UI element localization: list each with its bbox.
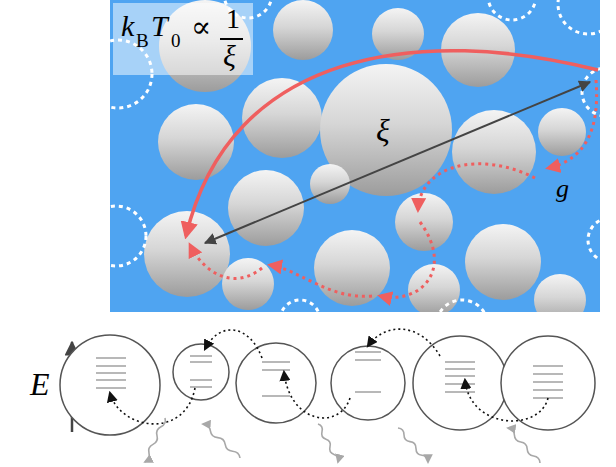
coupling-symbol: g <box>556 176 569 202</box>
formula-subscript: B <box>136 31 149 50</box>
grain-sphere <box>314 230 390 306</box>
hop-arrow <box>110 388 195 424</box>
phonon-arrow <box>508 428 540 463</box>
short-hop-arrow <box>380 222 434 297</box>
grain-circle <box>413 336 507 430</box>
hop-arrows <box>110 329 548 424</box>
short-hop-arrow <box>548 80 597 168</box>
phonon-arrow <box>145 418 165 462</box>
background-panel <box>110 0 600 312</box>
grain-sphere <box>222 258 274 310</box>
energy-level <box>445 375 475 377</box>
short-hop-arrow <box>418 164 535 210</box>
energy-axis-label: E <box>30 368 50 400</box>
energy-level <box>190 379 212 381</box>
phonon-arrow <box>203 424 240 458</box>
fraction-denominator: ξ <box>223 41 236 71</box>
energy-level <box>190 361 212 363</box>
dashed-circle <box>588 218 600 262</box>
hop-arrow <box>368 329 440 356</box>
energy-level <box>533 373 563 375</box>
energy-level <box>445 361 475 363</box>
hop-arrow <box>284 372 350 418</box>
energy-level <box>533 381 563 383</box>
fraction-bar <box>220 38 243 40</box>
hop-arrow <box>465 380 548 421</box>
energy-level <box>262 369 290 371</box>
phonon-arrow <box>398 428 428 462</box>
distance-symbol: ξ <box>376 114 390 146</box>
energy-level <box>262 361 290 363</box>
grain-circle <box>60 335 160 435</box>
energy-level <box>533 389 563 391</box>
boundary-circles <box>110 0 600 312</box>
grain-sphere <box>408 264 460 312</box>
dashed-circle <box>110 206 146 266</box>
grain-sphere <box>242 78 322 158</box>
formula-symbol: T <box>151 11 168 41</box>
grain-sphere <box>465 224 541 300</box>
energy-level <box>96 365 126 367</box>
dashed-circle <box>436 300 488 312</box>
energy-level <box>96 357 126 359</box>
grain-sphere <box>534 274 586 312</box>
formula-box: kBT0 ∝ 1 ξ <box>113 3 253 75</box>
grain-circle <box>501 336 595 430</box>
energy-level <box>190 386 212 388</box>
short-hop-arrow <box>270 265 372 296</box>
long-hop-arrow <box>186 51 598 236</box>
formula-operator: ∝ <box>191 12 211 42</box>
energy-level <box>262 395 290 397</box>
energy-level <box>96 387 126 389</box>
short-hop-chain <box>190 80 597 297</box>
hop-arrow <box>205 330 262 358</box>
energy-level <box>190 355 212 357</box>
energy-level <box>355 391 381 393</box>
energy-level <box>96 372 126 374</box>
short-hop-arrow <box>190 245 262 278</box>
energy-level <box>445 368 475 370</box>
energy-level <box>355 351 381 353</box>
formula-symbol: k <box>121 11 134 41</box>
energy-level <box>355 359 381 361</box>
energy-level <box>445 383 475 385</box>
energy-level <box>445 391 475 393</box>
grain-sphere <box>228 170 304 246</box>
fraction-numerator: 1 <box>226 5 240 33</box>
sphere-packing <box>110 0 600 312</box>
formula-subscript: 0 <box>171 31 181 50</box>
energy-level <box>96 379 126 381</box>
grain-sphere <box>144 211 230 297</box>
dashed-circle <box>558 0 600 34</box>
energy-level <box>533 365 563 367</box>
grain-circle <box>331 346 405 420</box>
phonon-arrow <box>318 424 338 462</box>
dashed-circle <box>280 300 320 312</box>
grain-sphere <box>273 0 333 60</box>
grain-row <box>60 335 595 435</box>
grain-sphere <box>538 108 586 156</box>
grain-sphere <box>395 193 453 251</box>
phonon-arrows <box>145 418 540 463</box>
grain-circle <box>173 344 229 400</box>
grain-sphere <box>158 104 234 180</box>
dashed-circle <box>488 0 536 20</box>
energy-levels <box>96 352 563 398</box>
